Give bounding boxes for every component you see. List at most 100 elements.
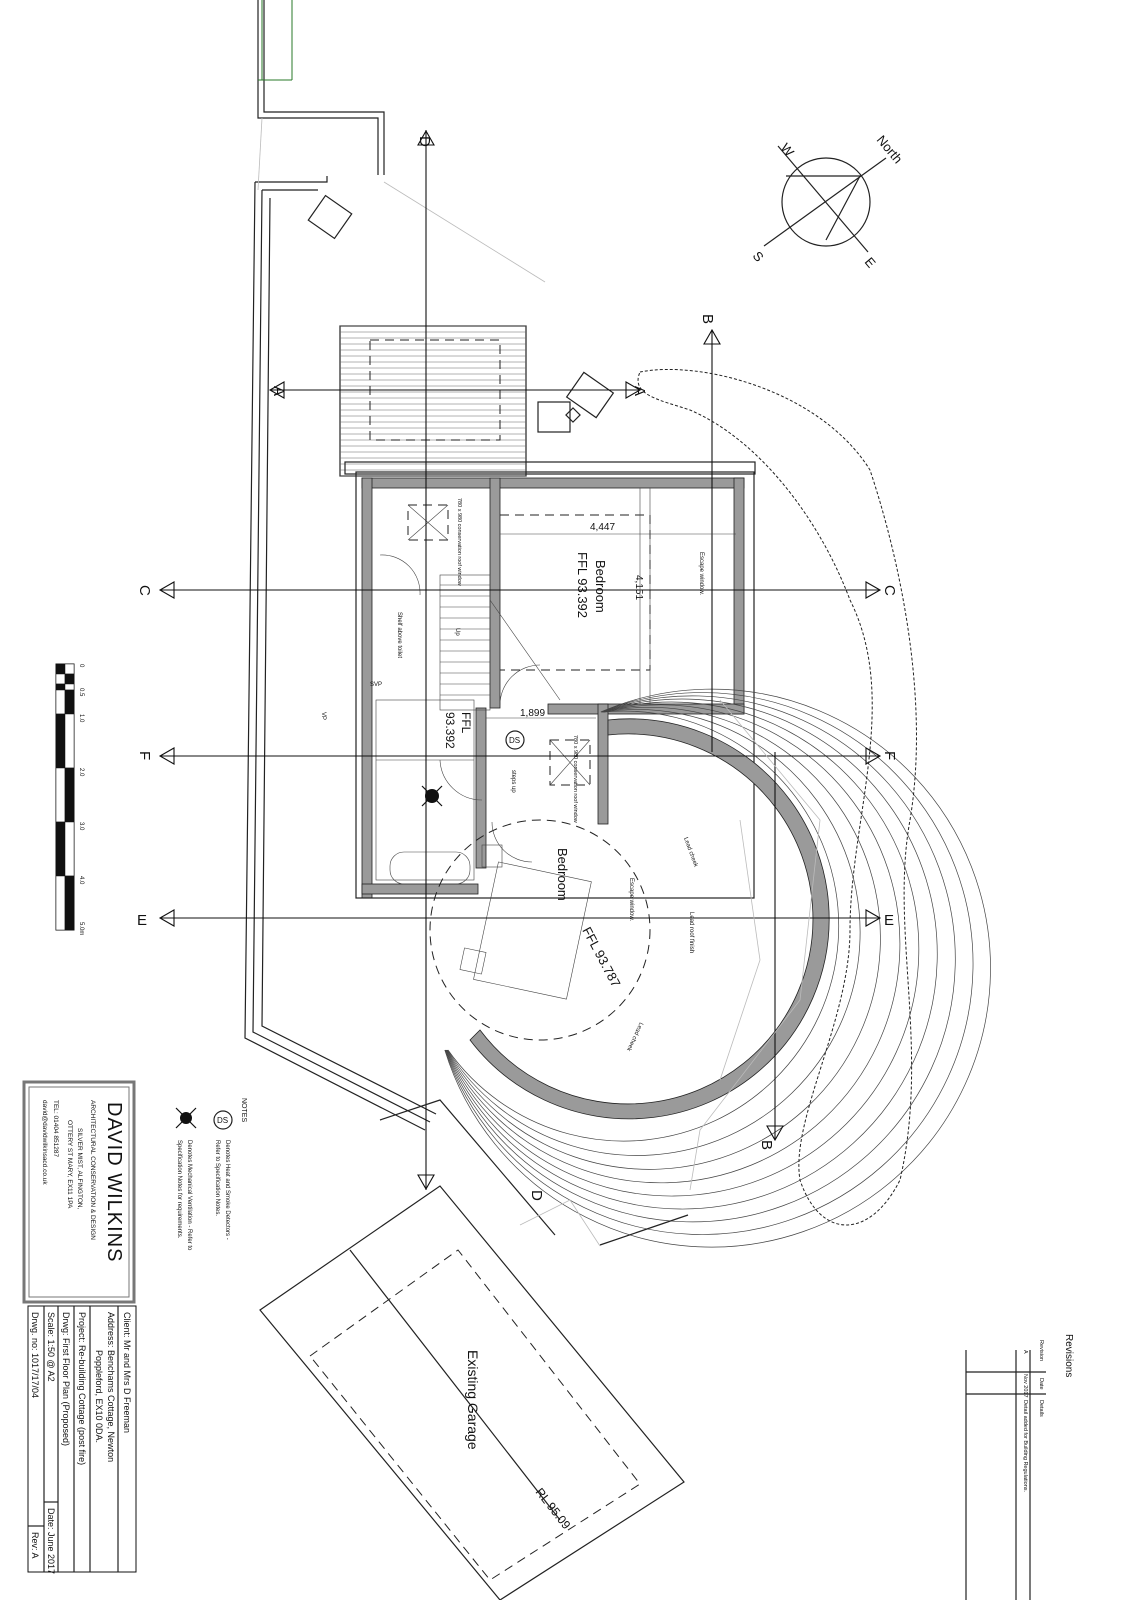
roof-ring xyxy=(446,704,901,1184)
section-label-b: B xyxy=(699,314,716,324)
roof-ring xyxy=(445,695,956,1223)
revisions-header-date: Date xyxy=(1038,1378,1044,1390)
section-label-f: F xyxy=(136,751,153,760)
room-labels: Bedroom FFL 93.392 4,447 4,151 Escape wi… xyxy=(320,488,736,1053)
title-revision: Rev: A xyxy=(30,1532,40,1559)
scale-block xyxy=(55,767,66,823)
rooflight-one-label: 780 x 980 conservation roof window xyxy=(456,498,462,586)
scale-block xyxy=(64,875,75,931)
compass-west: W xyxy=(778,140,798,160)
compass-east: E xyxy=(862,254,879,271)
bedroom-2-ffl: FFL 93.787 xyxy=(579,924,623,989)
round-tower xyxy=(444,688,991,1248)
smoke-detector xyxy=(505,730,525,750)
stair-up-label: Up xyxy=(454,628,460,636)
rooflight-one xyxy=(407,504,449,541)
bedroom-2-name: Bedroom xyxy=(555,848,570,901)
existing-garage xyxy=(259,1099,689,1600)
firm-text: David Wilkins Architectural Conservation… xyxy=(41,1100,125,1262)
bed xyxy=(473,861,592,1000)
revisions-table xyxy=(965,1350,1046,1600)
bedroom-1-name: Bedroom xyxy=(593,560,608,613)
lead-cheek-label: Lead cheek xyxy=(625,1021,644,1053)
scale-tick: 0.5 xyxy=(78,688,84,697)
title-address-a: Address: Benchams Cottage, Newton xyxy=(106,1312,116,1462)
ventilation-symbol xyxy=(421,785,443,807)
title-drawing-number: Drwg. no: 1017/17/04 xyxy=(30,1312,40,1398)
section-label-e: E xyxy=(884,912,894,929)
mv-note-1: Denotes Mechanical Ventilation - Refer t… xyxy=(186,1140,192,1251)
revisions-row-details: Detail added for Building Regulations. xyxy=(1022,1400,1028,1493)
firm-address-1: Silver Mist, Alfington, xyxy=(76,1128,83,1210)
firm-name: David Wilkins xyxy=(103,1102,125,1262)
firm-block xyxy=(22,1080,136,1304)
lower-roof xyxy=(339,325,527,477)
scale-block xyxy=(64,673,75,685)
title-date: Date: June 2017 xyxy=(46,1508,56,1574)
hedge-outline xyxy=(637,369,917,1226)
scale-bar xyxy=(55,663,75,931)
smoke-detector-symbol: DS xyxy=(509,736,520,745)
roof-ring xyxy=(447,710,840,1142)
scale-block xyxy=(64,663,75,675)
roof-ring xyxy=(444,688,991,1248)
firm-tel: Tel: 01404 851287 xyxy=(52,1100,59,1157)
ds-note-2: Refer to Specification Notes. xyxy=(214,1140,220,1216)
section-label-c: C xyxy=(881,585,898,596)
external-box xyxy=(565,407,581,423)
firm-tagline: Architectural Conservation & Design xyxy=(89,1100,96,1240)
notes: NOTES DS Denotes Heat and Smoke Detector… xyxy=(175,1098,247,1251)
scale-block xyxy=(55,673,66,685)
section-markers xyxy=(158,129,882,1191)
boundary-walls xyxy=(244,0,546,1131)
revisions-header-revision: Revision xyxy=(1038,1340,1044,1361)
bedroom-1-ffl: FFL 93.392 xyxy=(575,552,590,618)
title-client: Client: Mr and Mrs D Freeman xyxy=(122,1312,132,1433)
landing-dim: 1,899 xyxy=(520,708,545,719)
firm-email: david@davidwilkinsacd.co.uk xyxy=(41,1100,48,1185)
bedroom-1-width: 4,447 xyxy=(590,522,615,533)
roof-ring xyxy=(444,692,974,1235)
section-label-e: E xyxy=(137,912,147,929)
scale-block xyxy=(64,821,75,877)
scale-tick: 1.0 xyxy=(78,714,84,723)
title-project: Project: Re-building Cottage (post fire) xyxy=(77,1312,87,1465)
scale-block xyxy=(64,713,75,769)
title-drawing: Drwg: First Floor Plan (Proposed) xyxy=(61,1312,71,1446)
revisions-row-rev: A xyxy=(1022,1350,1028,1354)
title-address-b: Poppleford, EX10 0DA. xyxy=(94,1350,104,1443)
scale-ticks: 0 0.5 1.0 2.0 3.0 4.0 5.0m xyxy=(78,664,84,935)
vp-label: VP xyxy=(320,712,326,720)
landing-ffl-value: 93.392 xyxy=(443,712,457,749)
scale-tick: 5.0m xyxy=(78,922,84,935)
section-label-c: C xyxy=(136,585,153,596)
compass-south: S xyxy=(750,248,767,265)
scale-block xyxy=(55,689,66,715)
revisions-row-date: Nov 2017 xyxy=(1022,1374,1028,1398)
steps-up-label: steps up xyxy=(510,770,516,793)
roof-ring xyxy=(446,707,881,1170)
scale-tick: 3.0 xyxy=(78,822,84,831)
roof-ring xyxy=(445,698,938,1210)
tower-wall xyxy=(469,718,830,1120)
staircase xyxy=(439,574,561,711)
title-block xyxy=(27,1305,137,1573)
scale-block xyxy=(55,821,66,877)
section-label-d: D xyxy=(528,1190,545,1201)
section-label-b: B xyxy=(758,1140,775,1150)
mv-symbol xyxy=(175,1107,197,1129)
north-arrow xyxy=(763,145,887,253)
scale-tick: 0 xyxy=(78,664,84,668)
section-label-d: D xyxy=(416,136,433,147)
external-box xyxy=(565,371,615,419)
garage-level: RL 95.09 xyxy=(533,1485,574,1532)
compass-north: North xyxy=(874,132,906,166)
section-labels: D D B B A A C C F F E E xyxy=(136,136,898,1201)
scale-block xyxy=(55,663,66,675)
section-lines xyxy=(160,130,880,1190)
scale-block xyxy=(64,689,75,715)
revisions-header-details: Details xyxy=(1038,1400,1044,1417)
garage-label: Existing Garage xyxy=(465,1350,481,1450)
svp-label: SVP xyxy=(370,682,382,688)
